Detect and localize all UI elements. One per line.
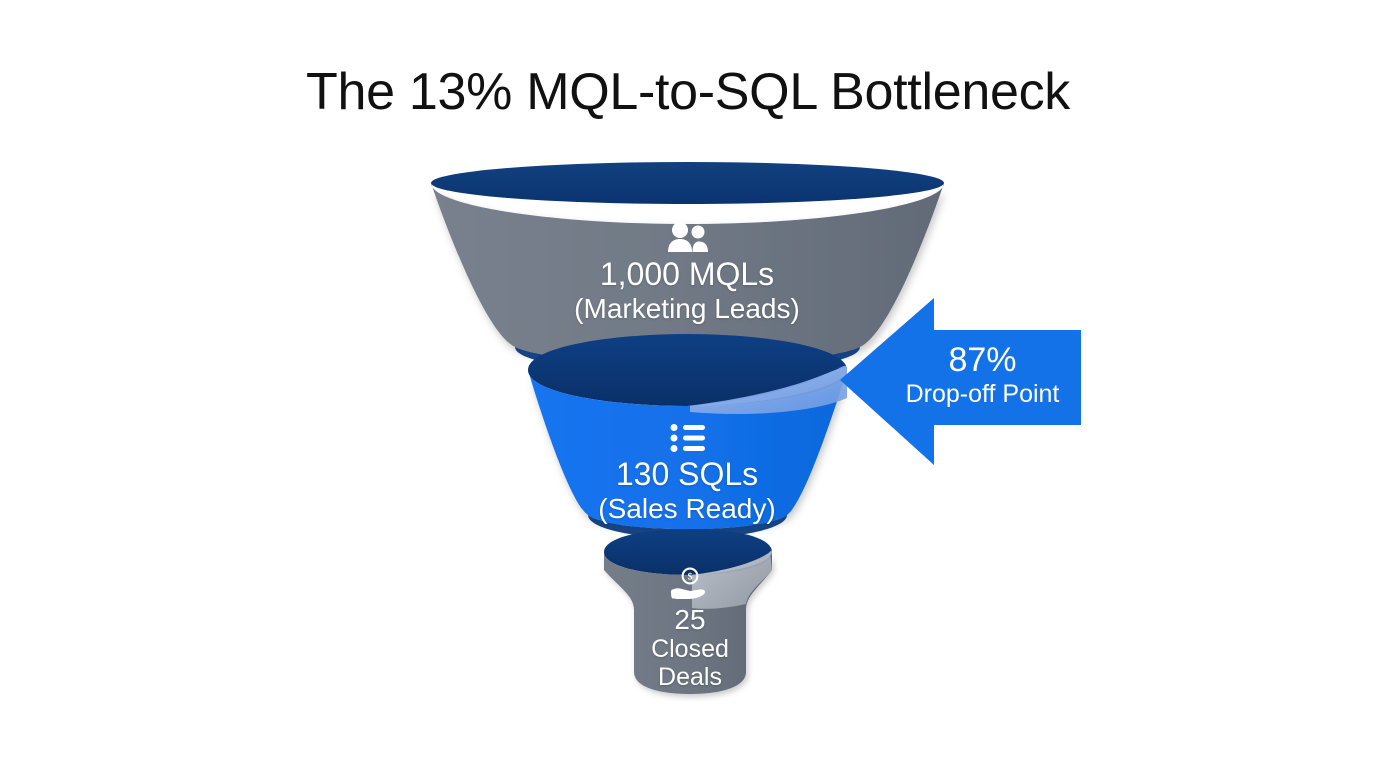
page-title: The 13% MQL-to-SQL Bottleneck: [306, 63, 1070, 121]
funnel-stage-closed-deals[interactable]: [604, 529, 772, 694]
dropoff-callout-arrow[interactable]: [840, 298, 1081, 465]
hand-money-icon: $: [671, 567, 705, 599]
stage-mqls-rim: [431, 162, 944, 204]
svg-text:$: $: [688, 572, 693, 583]
list-icon: [670, 424, 705, 452]
stage-sqls-rim: [528, 334, 847, 406]
funnel-stage-mqls[interactable]: [431, 162, 944, 372]
stage-mqls-body: [431, 183, 944, 364]
stage-sqls-highlight-2: [690, 365, 847, 415]
stage-closed-highlight-2: [692, 552, 772, 609]
stage-sqls-bottom-rim: [588, 515, 787, 538]
people-icon: [668, 222, 708, 252]
dropoff-arrow-shape: [840, 298, 1081, 465]
stage-closed-rim: [604, 529, 772, 575]
